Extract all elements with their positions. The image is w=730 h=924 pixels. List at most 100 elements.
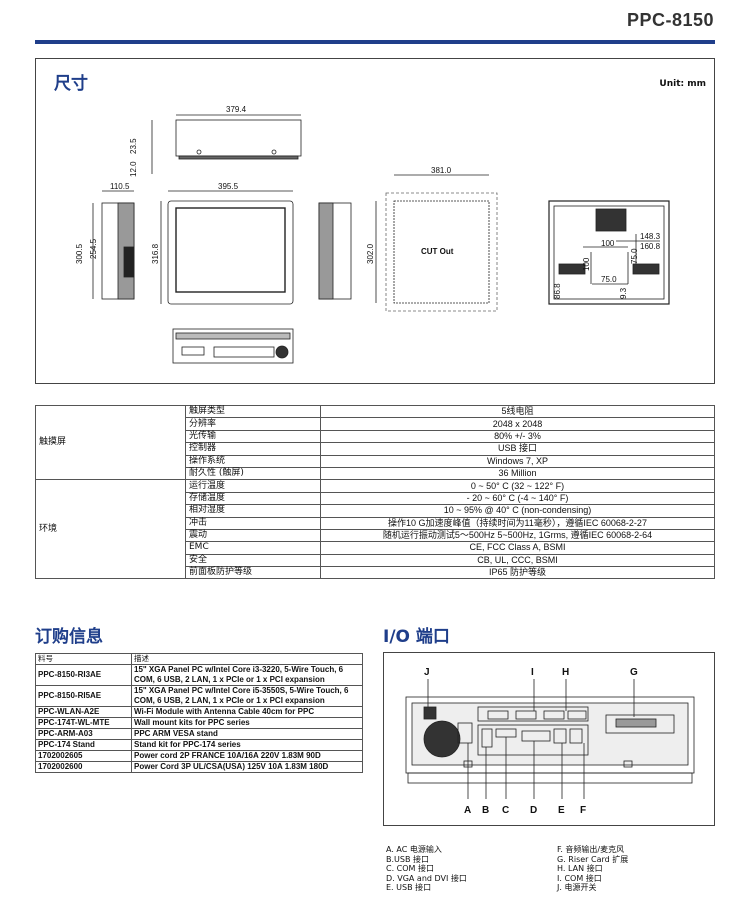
ordering-header-row: 料号描述	[35, 653, 363, 665]
io-label-g: G	[630, 667, 638, 678]
legend-item: H. LAN 接口	[557, 864, 603, 873]
spec-key: 分辨率	[185, 417, 321, 431]
part-number: PPC-8150-RI3AE	[35, 664, 132, 686]
spec-value: 36 Million	[320, 466, 715, 481]
dimension-drawings: 379.4 23.5 12.0 110.5 300.5 254.5 395.5 …	[75, 105, 670, 364]
spec-row: 冲击操作10 G加速度峰值（持续时间为11毫秒），遵循IEC 60068-2-2…	[36, 516, 715, 530]
part-description: 15" XGA Panel PC w/Intel Core i3-3220, 5…	[131, 664, 363, 686]
io-label-h: H	[562, 667, 569, 678]
dim-rear-d: 100	[582, 257, 591, 271]
spec-category: 触摸屏	[35, 404, 186, 481]
dim-rear-h: 9.3	[619, 287, 628, 299]
part-description: Wi-Fi Module with Antenna Cable 40cm for…	[131, 706, 363, 718]
part-number: 1702002605	[35, 750, 132, 762]
spec-value: 操作10 G加速度峰值（持续时间为11毫秒），遵循IEC 60068-2-27	[320, 516, 715, 530]
dim-rear-f: 75.0	[630, 248, 639, 264]
dim-rear-b: 160.8	[640, 242, 661, 251]
io-drawing: J I H G A B C D E F	[405, 667, 695, 816]
part-number: PPC-174T-WL-MTE	[35, 717, 132, 729]
spec-key: 耐久性 (触屏)	[185, 466, 321, 481]
dim-rear-g: 86.8	[553, 283, 562, 299]
part-description: Stand kit for PPC-174 series	[131, 739, 363, 751]
part-description: 15" XGA Panel PC w/Intel Core i5-3550S, …	[131, 685, 363, 707]
spec-key: 相对湿度	[185, 504, 321, 518]
spec-value: USB 接口	[320, 442, 715, 456]
unit-label: Unit: mm	[659, 79, 706, 89]
spec-value: CB, UL, CCC, BSMI	[320, 553, 715, 568]
spec-key: 前面板防护等级	[185, 566, 321, 580]
ordering-header-cell: 描述	[131, 653, 363, 665]
spec-value: 2048 x 2048	[320, 417, 715, 431]
io-label-e: E	[558, 805, 565, 816]
dimensions-title: 尺寸	[54, 74, 88, 94]
legend-item: E. USB 接口	[386, 883, 432, 892]
dim-front-height: 316.8	[151, 243, 160, 264]
dim-cut-width: 381.0	[431, 166, 452, 175]
dim-top-width: 379.4	[226, 105, 247, 114]
spec-value: 0 ~ 50° C (32 ~ 122° F)	[320, 479, 715, 493]
spec-key: 安全	[185, 553, 321, 568]
legend-item: J. 电源开关	[557, 883, 597, 892]
io-label-c: C	[502, 805, 509, 816]
dim-cut-height: 302.0	[366, 243, 375, 264]
legend-item: I. COM 接口	[557, 873, 602, 883]
part-number: 1702002600	[35, 761, 132, 773]
spec-value: 5线电阻	[320, 404, 715, 419]
dimensions-panel: 尺寸 Unit: mm	[35, 58, 715, 384]
spec-key: 冲击	[185, 516, 321, 530]
part-description: Power Cord 3P UL/CSA(USA) 125V 10A 1.83M…	[131, 761, 363, 773]
dim-side-h2: 254.5	[89, 238, 98, 259]
spec-key: 操作系统	[185, 454, 321, 468]
dim-rear-e: 75.0	[601, 275, 617, 284]
spec-value: 80% +/- 3%	[320, 429, 715, 444]
io-title: I/O 端口	[383, 627, 450, 647]
spec-value: 随机运行振动测试5～500Hz 5~500Hz, 1Grms, 遵循IEC 60…	[320, 528, 715, 543]
legend-item: F. 音频输出/麦克风	[557, 845, 625, 854]
spec-key: 控制器	[185, 442, 321, 456]
dim-side-depth: 110.5	[110, 182, 130, 191]
legend-item: A. AC 电源输入	[386, 845, 442, 854]
cut-out-label: CUT Out	[421, 247, 454, 256]
spec-category: 环境	[35, 479, 186, 580]
spec-row: 震动随机运行振动测试5～500Hz 5~500Hz, 1Grms, 遵循IEC …	[36, 528, 715, 543]
io-label-b: B	[482, 805, 489, 816]
dim-top-h1: 23.5	[129, 138, 138, 154]
spec-key: 触屏类型	[185, 404, 321, 419]
legend-item: G. Riser Card 扩展	[557, 854, 629, 864]
part-description: Wall mount kits for PPC series	[131, 717, 363, 729]
io-label-i: I	[531, 667, 534, 678]
legend-item: C. COM 接口	[386, 864, 434, 873]
io-label-f: F	[580, 805, 586, 816]
dim-rear-a: 148.3	[640, 232, 661, 241]
spec-value: IP65 防护等级	[320, 566, 715, 580]
io-legend-left: A. AC 电源输入 B.USB 接口 C. COM 接口 D. VGA and…	[386, 845, 467, 893]
spec-key: 运行温度	[185, 479, 321, 493]
spec-key: 光传输	[185, 429, 321, 444]
spec-value: CE, FCC Class A, BSMI	[320, 541, 715, 555]
spec-key: EMC	[185, 541, 321, 555]
io-label-j: J	[424, 667, 430, 678]
model-name: PPC-8150	[626, 10, 714, 30]
io-panel: J I H G A B C D E F	[383, 652, 715, 826]
ordering-title: 订购信息	[35, 627, 103, 647]
io-label-d: D	[530, 805, 537, 816]
spec-key: 震动	[185, 528, 321, 543]
spec-row: 存储温度- 20 ~ 60° C (-4 ~ 140° F)	[36, 491, 715, 506]
dim-top-h2: 12.0	[129, 161, 138, 177]
legend-item: D. VGA and DVI 接口	[386, 873, 467, 883]
spec-value: - 20 ~ 60° C (-4 ~ 140° F)	[320, 491, 715, 506]
